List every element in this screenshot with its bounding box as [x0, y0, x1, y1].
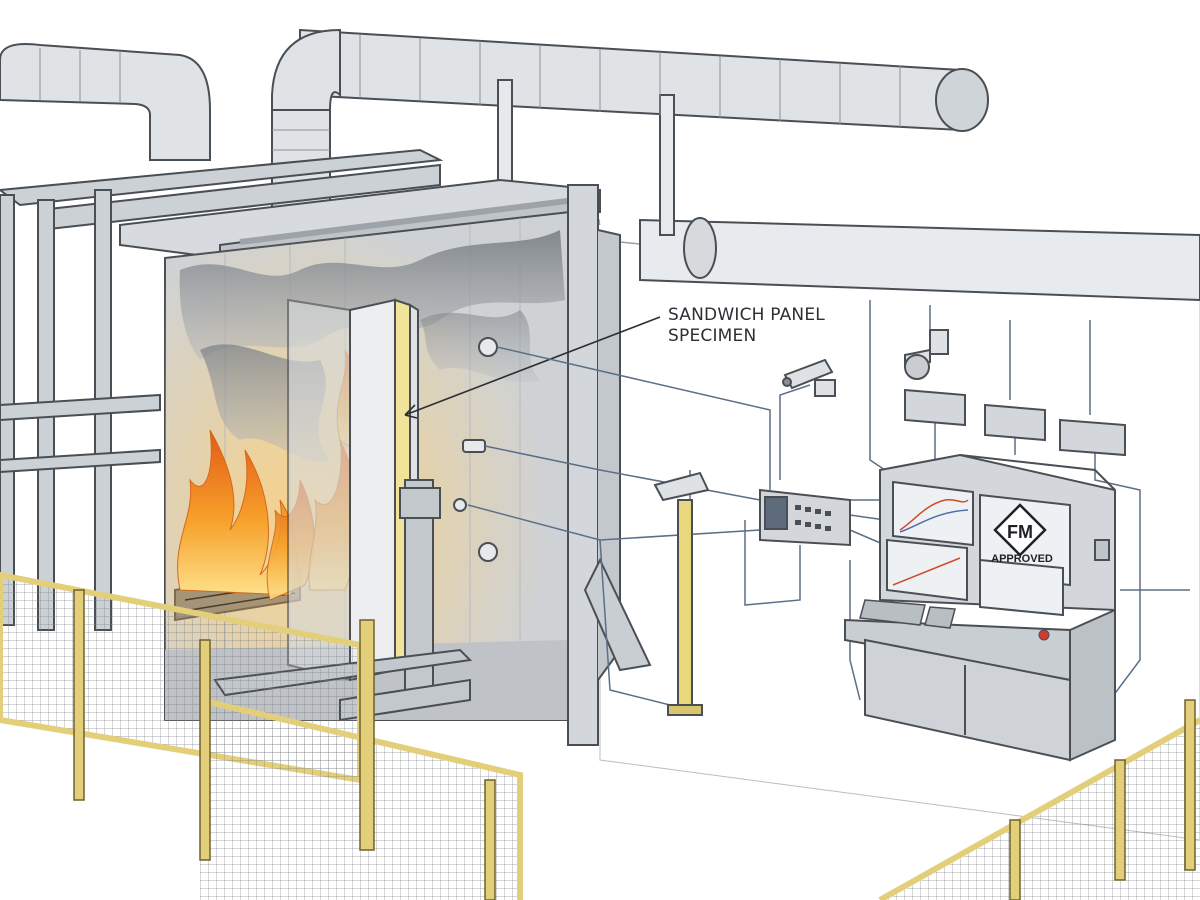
fence-posts — [73, 589, 1196, 900]
keyboard — [859, 599, 956, 629]
dome-camera-icon — [904, 329, 949, 380]
fm-approved-badge: FM APPROVED — [991, 503, 1053, 565]
specimen-callout: SANDWICH PANEL SPECIMEN — [668, 305, 825, 347]
test-chamber-frame — [0, 148, 444, 631]
tripod-camera-icon — [653, 471, 710, 716]
sensor-cables — [467, 300, 1190, 711]
duct-ribs — [39, 34, 901, 191]
emergency-stop-button — [1038, 629, 1050, 641]
camera-icon — [782, 358, 836, 397]
data-logger — [759, 388, 1126, 547]
callout-line-1: SANDWICH PANEL — [668, 305, 825, 325]
sensor-ports — [453, 337, 498, 562]
screen-graph — [892, 498, 969, 586]
callout-leader — [404, 316, 661, 419]
console-screens — [886, 480, 1071, 617]
badge-caption: APPROVED — [991, 553, 1053, 565]
logger-ports — [795, 505, 831, 531]
badge-mark: FM — [1007, 522, 1033, 542]
sandwich-panel-specimen — [287, 298, 419, 682]
callout-line-2: SPECIMEN — [668, 326, 757, 346]
